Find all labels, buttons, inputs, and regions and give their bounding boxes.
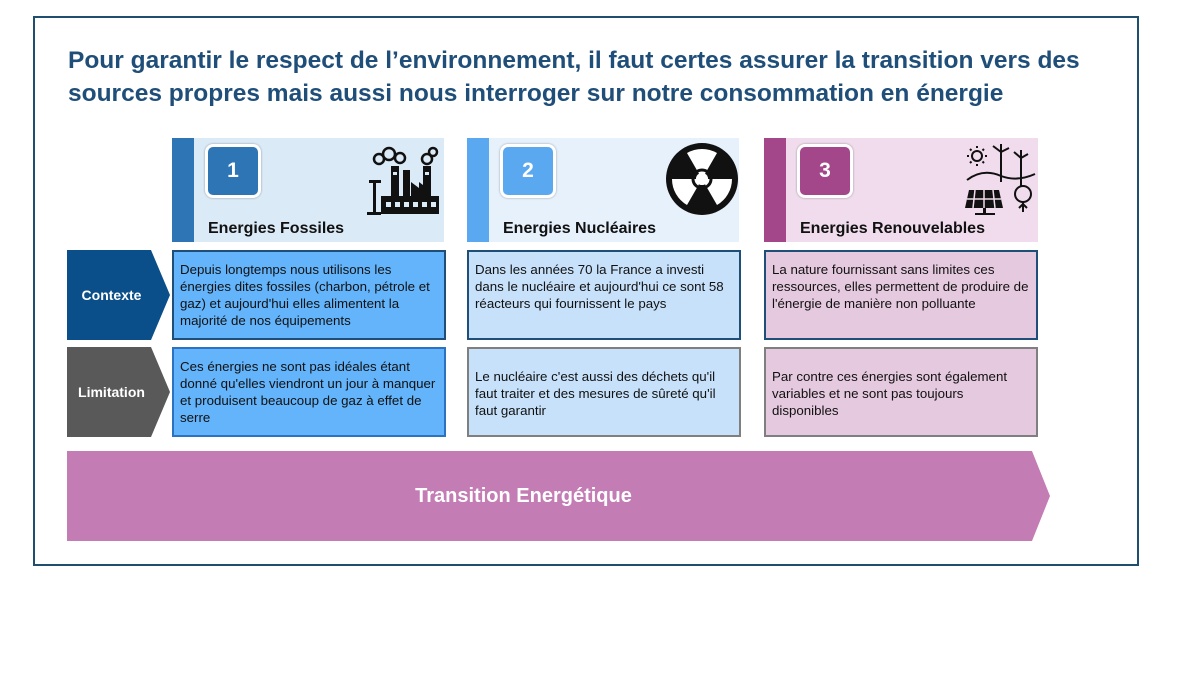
- column-label: Energies Nucléaires: [503, 220, 656, 237]
- column-header-renouvelables: 3 Energies Renouvelables: [764, 138, 1038, 242]
- row-label-contexte: Contexte: [67, 250, 170, 340]
- column-header-fossiles: 1 Energies Fossiles: [172, 138, 444, 242]
- cell-contexte-nucleaires: Dans les années 70 la France a investi d…: [467, 250, 741, 340]
- radiation-icon: [665, 142, 739, 221]
- cell-limitation-fossiles: Ces énergies ne sont pas idéales étant d…: [172, 347, 446, 437]
- transition-arrow: Transition Energétique: [67, 451, 1050, 541]
- column-number-badge: 2: [500, 144, 556, 198]
- row-label-text: Contexte: [81, 287, 142, 303]
- factory-icon: [367, 146, 441, 221]
- column-accent-bar: [764, 138, 786, 242]
- column-label: Energies Fossiles: [208, 220, 345, 237]
- row-label-text: Limitation: [78, 384, 145, 400]
- column-label: Energies Renouvelables: [800, 220, 985, 237]
- column-accent-bar: [467, 138, 489, 242]
- cell-contexte-renouvelables: La nature fournissant sans limites ces r…: [764, 250, 1038, 340]
- column-header-nucleaires: 2 Energies Nucléaires: [467, 138, 739, 242]
- cell-limitation-nucleaires: Le nucléaire c'est aussi des déchets qu'…: [467, 347, 741, 437]
- cell-contexte-fossiles: Depuis longtemps nous utilisons les éner…: [172, 250, 446, 340]
- column-number-badge: 1: [205, 144, 261, 198]
- cell-limitation-renouvelables: Par contre ces énergies sont également v…: [764, 347, 1038, 437]
- renewable-energy-icon: [965, 142, 1037, 221]
- row-label-limitation: Limitation: [67, 347, 170, 437]
- column-accent-bar: [172, 138, 194, 242]
- page-title: Pour garantir le respect de l’environnem…: [68, 47, 1080, 107]
- column-number-badge: 3: [797, 144, 853, 198]
- transition-label: Transition Energétique: [415, 484, 632, 507]
